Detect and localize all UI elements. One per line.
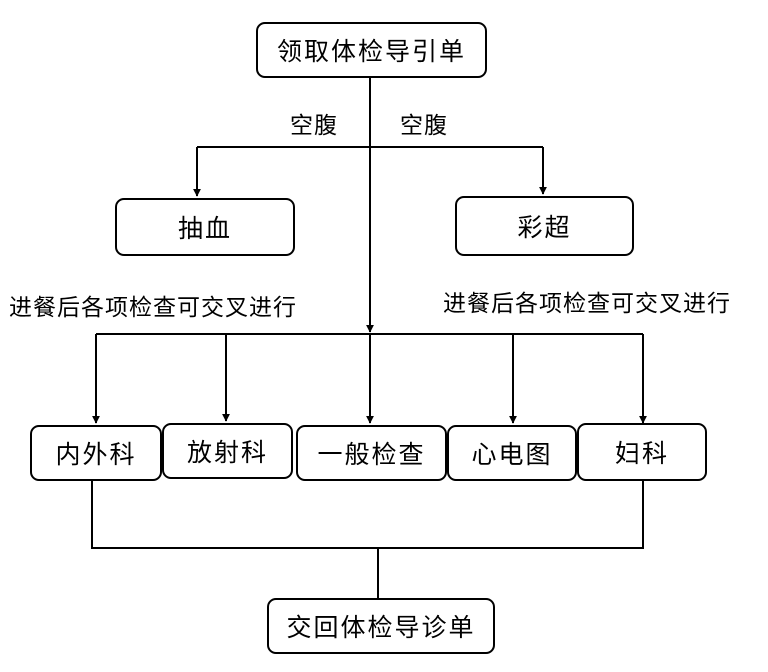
node-ecg: 心电图 <box>447 425 577 481</box>
label-after-meal-right: 进餐后各项检查可交叉进行 <box>443 291 731 317</box>
label-fasting-left: 空腹 <box>290 113 338 139</box>
collect-line <box>91 479 644 549</box>
label-fasting-right: 空腹 <box>400 113 448 139</box>
node-ultrasound: 彩超 <box>455 196 634 256</box>
node-gynecology: 妇科 <box>577 423 707 481</box>
node-start: 领取体检导引单 <box>256 22 487 78</box>
node-general-exam: 一般检查 <box>296 425 447 481</box>
node-blood: 抽血 <box>115 198 295 256</box>
label-after-meal-left: 进餐后各项检查可交叉进行 <box>9 295 297 321</box>
node-end: 交回体检导诊单 <box>267 598 495 654</box>
node-radiology: 放射科 <box>162 423 293 479</box>
node-internal-surgery: 内外科 <box>30 425 162 481</box>
